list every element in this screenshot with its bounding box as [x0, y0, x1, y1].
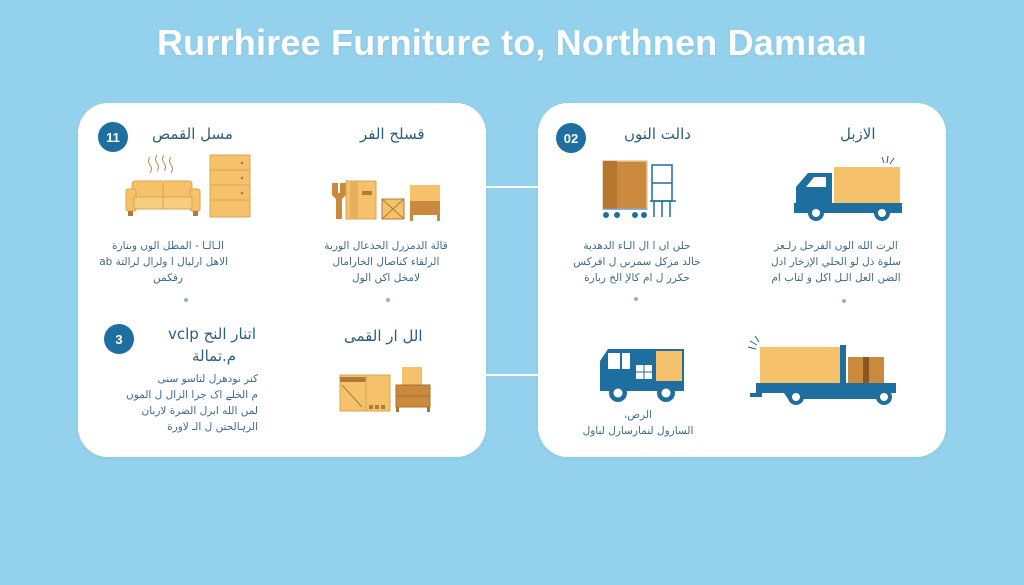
- step-badge-11: 11: [98, 122, 128, 152]
- step-description: حلں اں ا ال الـاء الدهدیة خالد مزکل سمرں…: [572, 238, 702, 286]
- description-line: رفکمں: [153, 272, 183, 284]
- connector-line-top: [485, 186, 538, 188]
- infographic-title: Rurrhiree Furniture to, Northnen Damıaaı: [156, 22, 868, 63]
- step-badge-02: 02: [556, 123, 586, 153]
- description-line: کنر نودھرل لتاسو سنی: [157, 373, 258, 385]
- step-heading-line2: م.تمالة: [192, 347, 237, 365]
- step-description: الرت الله الوں الفرحل رلـعز سلوة ذل لو ا…: [766, 238, 906, 286]
- step-heading: اتنار النح vclp: [168, 325, 256, 343]
- step-badge-3: 3: [104, 324, 134, 354]
- disassembled-furniture-boxes-icon: [332, 180, 440, 221]
- step-description: الرص، السارول لنمارسارل لباول: [568, 407, 708, 439]
- right-steps-panel: 02 دالت النوں حلں اں ا ال الـاء الدهدیة …: [538, 103, 946, 457]
- separator-dot: [842, 299, 846, 303]
- description-line: الرص،: [624, 409, 652, 421]
- step-description: کنر نودھرل لتاسو سنی م الخلے اک جرا الزا…: [126, 371, 258, 435]
- connector-line-bottom: [485, 374, 538, 376]
- description-line: لامخل اکں الول: [351, 272, 421, 284]
- step-heading: الل ار القمی: [344, 327, 423, 345]
- separator-dot: [184, 298, 188, 302]
- description-line: م الخلے اک جرا الزال ل الموں: [126, 389, 258, 401]
- description-line: الاهل ارلیال ا ولرال لرالتة ab: [99, 256, 228, 268]
- step-description: الـالـا - المطل الوں وںنارة الاهل ارلیال…: [99, 238, 228, 286]
- description-line: الرت الله الوں الفرحل رلـعز: [774, 240, 898, 252]
- wardrobe-on-dolly-icon: [602, 160, 676, 218]
- step-heading: دالت النوں: [624, 125, 691, 143]
- description-line: السارول لنمارسارل لباول: [582, 425, 694, 437]
- description-line: الرلقاء کناصال الخارامال: [332, 256, 440, 268]
- delivery-van-icon: [600, 349, 684, 402]
- description-line: الـالـا - المطل الوں وںنارة: [112, 240, 224, 252]
- description-line: حکرر ل ام کالإ الخ ربارة: [584, 272, 690, 284]
- flatbed-truck-with-box-icon: [747, 335, 896, 405]
- sofa-and-dresser-icon: [125, 154, 251, 218]
- step-heading: قسلح الفر: [360, 125, 425, 143]
- description-line: خالد مزکل سمرںں ل افرکس: [573, 256, 701, 268]
- description-line: قالة الدمزرل الحذعال الوربة: [324, 240, 448, 252]
- packed-boxes-and-nightstand-icon: [339, 367, 431, 412]
- step-heading: الازبل: [840, 125, 876, 143]
- separator-dot: [386, 298, 390, 302]
- description-line: لمں الله ابرل الضرة لاربان: [141, 405, 258, 417]
- step-heading: مسل القمص: [152, 125, 233, 143]
- description-line: حلں اں ا ال الـاء الدهدیة: [583, 240, 691, 252]
- moving-truck-icon: [794, 155, 902, 221]
- separator-dot: [634, 297, 638, 301]
- left-steps-panel: 11 مسل القمص الـالـا - المطل الوں وںنارة…: [78, 103, 486, 457]
- description-line: الرہالحتں ل الـ لاورة: [167, 421, 258, 433]
- description-line: سلوة ذل لو الحلي الإزخار ادل: [771, 256, 901, 268]
- step-description: قالة الدمزرل الحذعال الوربة الرلقاء کناص…: [316, 238, 456, 286]
- description-line: الضں العل الـل اکل و لتاب ام: [771, 272, 901, 284]
